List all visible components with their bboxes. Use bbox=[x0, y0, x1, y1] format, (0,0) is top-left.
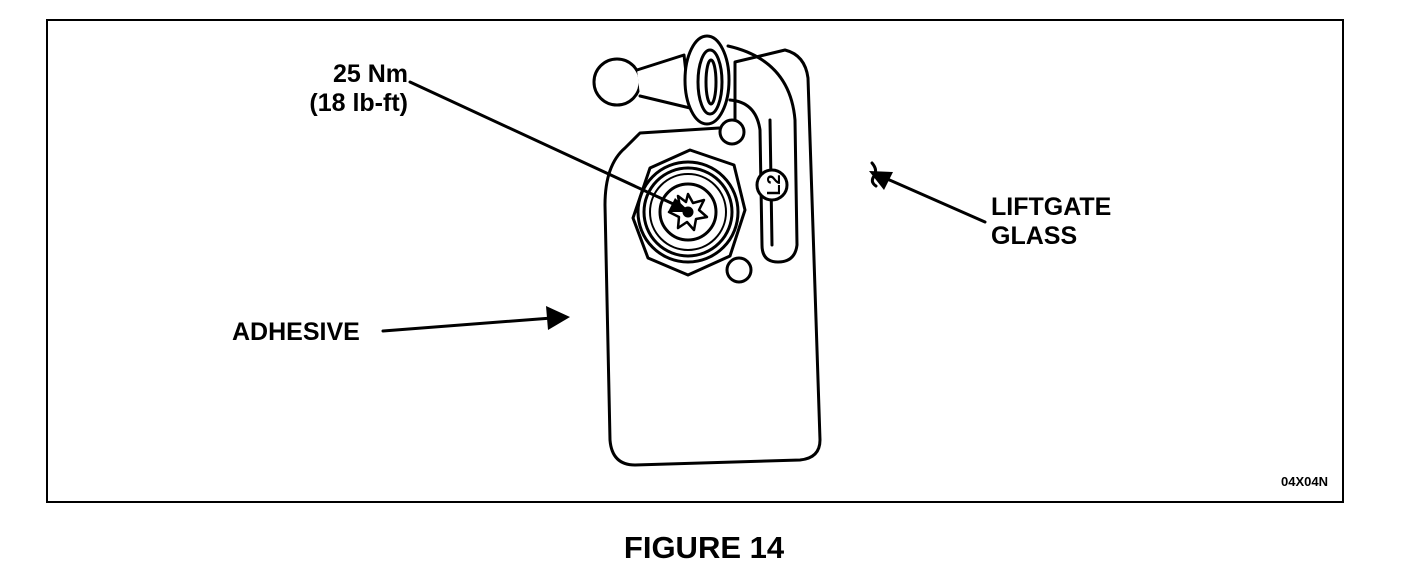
torque-leader-line bbox=[408, 80, 684, 210]
ball-stud bbox=[592, 57, 642, 107]
liftgate-label-line2: GLASS bbox=[991, 222, 1078, 250]
lower-hole bbox=[725, 256, 753, 284]
torque-value-nm: 25 Nm bbox=[332, 60, 408, 88]
bolt-head bbox=[636, 160, 740, 264]
adhesive-callout: ADHESIVE bbox=[232, 318, 360, 346]
stud-marking-circle bbox=[755, 168, 789, 202]
liftgate-arrowhead bbox=[869, 171, 893, 190]
adhesive-leader-line bbox=[381, 316, 554, 333]
upper-hole bbox=[718, 118, 746, 146]
figure-frame bbox=[46, 19, 1344, 503]
adhesive-arrowhead bbox=[546, 306, 570, 330]
torque-arrowhead bbox=[668, 198, 690, 212]
liftgate-label-line1: LIFTGATE bbox=[991, 193, 1112, 221]
torx-recess bbox=[667, 192, 709, 232]
part-code: 04X04N bbox=[1281, 474, 1328, 489]
torque-value-lbft: (18 lb-ft) bbox=[309, 89, 408, 117]
liftgate-glass-callout: LIFTGATE GLASS bbox=[991, 193, 1111, 251]
figure-caption: FIGURE 14 bbox=[623, 530, 785, 565]
liftgate-leader-line bbox=[883, 176, 987, 224]
stud-marking-text: L2 bbox=[764, 174, 784, 195]
torque-callout: 25 Nm (18 lb-ft) bbox=[296, 60, 408, 118]
